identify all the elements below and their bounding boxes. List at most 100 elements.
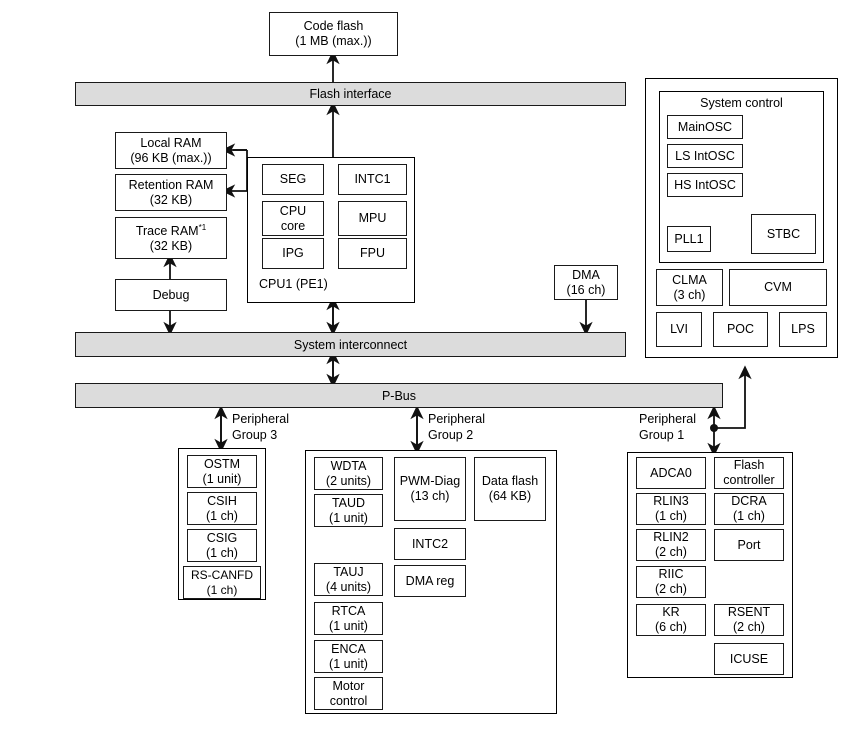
intc2-label: INTC2 [411, 536, 449, 551]
rtca-line2: (1 unit) [329, 618, 368, 633]
peripheral-group-2-label: Peripheral Group 2 [428, 412, 485, 442]
cpu-block-intc1[interactable]: INTC1 [338, 164, 407, 195]
flash-controller-block[interactable]: Flash controller [714, 457, 784, 489]
debug-block[interactable]: Debug [115, 279, 227, 311]
dma-line2: (16 ch) [566, 282, 606, 297]
poc-block[interactable]: POC [713, 312, 768, 347]
icuse-block[interactable]: ICUSE [714, 643, 784, 675]
dma-reg-block[interactable]: DMA reg [394, 565, 466, 597]
cpu-block-cpu-core[interactable]: CPU core [262, 201, 324, 236]
cpu-block-fpu[interactable]: FPU [338, 238, 407, 269]
intc2-block[interactable]: INTC2 [394, 528, 466, 560]
cvm-block[interactable]: CVM [729, 269, 827, 306]
cpu-block-mpu-label: MPU [358, 211, 387, 226]
cpu-block-seg-label: SEG [279, 172, 307, 187]
mainosc-block[interactable]: MainOSC [667, 115, 743, 139]
cpu-block-intc1-label: INTC1 [354, 172, 391, 187]
tauj-block[interactable]: TAUJ (4 units) [314, 563, 383, 596]
rsent-line2: (2 ch) [733, 620, 765, 634]
csig-block[interactable]: CSIG (1 ch) [187, 529, 257, 562]
hs-intosc-block[interactable]: HS IntOSC [667, 173, 743, 197]
lvi-block[interactable]: LVI [656, 312, 702, 347]
csih-line2: (1 ch) [206, 508, 238, 523]
rs-canfd-block[interactable]: RS-CANFD (1 ch) [183, 566, 261, 599]
local-ram-line1: Local RAM [140, 135, 202, 150]
wire-junction-dot [710, 424, 718, 432]
motor-control-line1: Motor [332, 678, 365, 693]
motor-control-block[interactable]: Motor control [314, 677, 383, 710]
dcra-line1: DCRA [731, 494, 767, 509]
system-control-title: System control [700, 96, 783, 110]
ls-intosc-label: LS IntOSC [675, 148, 735, 163]
peripheral-group-1[interactable] [627, 452, 793, 678]
ostm-line1: OSTM [203, 456, 241, 471]
ls-intosc-block[interactable]: LS IntOSC [667, 144, 743, 168]
pll1-block[interactable]: PLL1 [667, 226, 711, 252]
stbc-block[interactable]: STBC [751, 214, 816, 254]
trace-ram-block[interactable]: Trace RAM*1 (32 KB) [115, 217, 227, 259]
trace-ram-line1: Trace RAM*1 [135, 222, 207, 238]
wdta-block[interactable]: WDTA (2 units) [314, 457, 383, 490]
cpu-block-ipg-label: IPG [282, 246, 304, 261]
peripheral-group-1-label: Peripheral Group 1 [639, 412, 696, 442]
riic-line1: RIIC [658, 567, 684, 582]
csig-line1: CSIG [206, 530, 238, 545]
code-flash-line1: Code flash [303, 19, 364, 34]
flash-controller-line2: controller [723, 473, 775, 487]
dcra-block[interactable]: DCRA (1 ch) [714, 493, 784, 525]
retention-ram-block[interactable]: Retention RAM (32 KB) [115, 174, 227, 211]
port-label: Port [737, 537, 761, 552]
system-interconnect-bar[interactable]: System interconnect [75, 332, 626, 357]
cpu-core-line1: CPU [279, 203, 307, 218]
data-flash-block[interactable]: Data flash (64 KB) [474, 457, 546, 521]
system-interconnect-label: System interconnect [293, 337, 408, 352]
ostm-line2: (1 unit) [202, 471, 242, 486]
dma-block[interactable]: DMA (16 ch) [554, 265, 618, 300]
kr-line1: KR [662, 605, 680, 620]
data-flash-line2: (64 KB) [488, 489, 532, 503]
pll1-label: PLL1 [674, 231, 704, 246]
clma-block[interactable]: CLMA (3 ch) [656, 269, 723, 306]
cpu-block-ipg[interactable]: IPG [262, 238, 324, 269]
lps-label: LPS [791, 322, 815, 337]
lps-block[interactable]: LPS [779, 312, 827, 347]
local-ram-block[interactable]: Local RAM (96 KB (max.)) [115, 132, 227, 169]
dma-reg-label: DMA reg [405, 573, 455, 588]
pwm-diag-block[interactable]: PWM-Diag (13 ch) [394, 457, 466, 521]
riic-block[interactable]: RIIC (2 ch) [636, 566, 706, 598]
cpu-block-seg[interactable]: SEG [262, 164, 324, 195]
adca0-label: ADCA0 [650, 465, 692, 480]
taud-line1: TAUD [331, 495, 366, 510]
enca-block[interactable]: ENCA (1 unit) [314, 640, 383, 673]
port-block[interactable]: Port [714, 529, 784, 561]
rlin3-line2: (1 ch) [655, 509, 687, 523]
rs-canfd-line1: RS-CANFD [191, 568, 253, 583]
cpu-block-mpu[interactable]: MPU [338, 201, 407, 236]
enca-line2: (1 unit) [329, 656, 368, 671]
flash-controller-line1: Flash [733, 458, 765, 473]
rlin3-block[interactable]: RLIN3 (1 ch) [636, 493, 706, 525]
p-bus-label: P-Bus [381, 388, 417, 403]
dma-line1: DMA [572, 267, 600, 282]
code-flash-block[interactable]: Code flash (1 MB (max.)) [269, 12, 398, 56]
peripheral-group-3-label: Peripheral Group 3 [232, 412, 289, 442]
csih-block[interactable]: CSIH (1 ch) [187, 492, 257, 525]
rsent-block[interactable]: RSENT (2 ch) [714, 604, 784, 636]
adca0-block[interactable]: ADCA0 [636, 457, 706, 489]
wdta-line2: (2 units) [325, 473, 372, 488]
stbc-label: STBC [766, 226, 801, 241]
rsent-line1: RSENT [727, 605, 771, 620]
dcra-line2: (1 ch) [733, 509, 765, 523]
kr-block[interactable]: KR (6 ch) [636, 604, 706, 636]
rlin2-block[interactable]: RLIN2 (2 ch) [636, 529, 706, 561]
ostm-block[interactable]: OSTM (1 unit) [187, 455, 257, 488]
csig-line2: (1 ch) [206, 545, 238, 560]
rtca-line1: RTCA [331, 603, 366, 618]
p-bus-bar[interactable]: P-Bus [75, 383, 723, 408]
cpu-core-line2: core [280, 218, 306, 233]
rtca-block[interactable]: RTCA (1 unit) [314, 602, 383, 635]
taud-block[interactable]: TAUD (1 unit) [314, 494, 383, 527]
flash-interface-bar[interactable]: Flash interface [75, 82, 626, 106]
rlin2-line2: (2 ch) [655, 545, 687, 559]
